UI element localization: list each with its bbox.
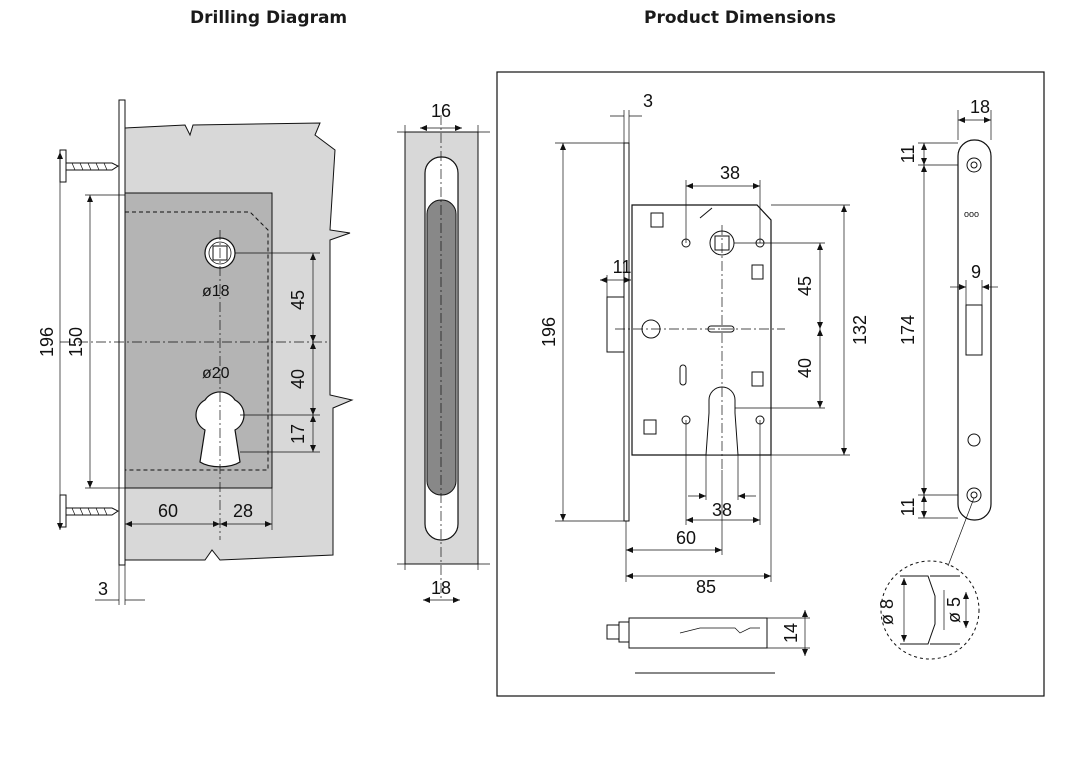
- dim-45-drill: 45: [288, 290, 308, 310]
- lock-body-outline: [125, 211, 269, 471]
- dim-132-product: 132: [850, 315, 870, 345]
- product-dimensions-title: Product Dimensions: [644, 8, 837, 28]
- dim-diam8-hole: ø 8: [877, 599, 897, 625]
- dim-17-drill: 17: [288, 424, 308, 444]
- dim-diam5-hole: ø 5: [944, 597, 964, 623]
- mortise-pocket: [124, 192, 273, 489]
- hole-detail-circle: [880, 560, 980, 660]
- faceplate: [118, 99, 126, 566]
- drilling-diagram: 196 150 45 40 17 ø18 ø20 60 28 3 16 18: [37, 99, 490, 605]
- dim-38-top: 38: [720, 163, 740, 183]
- edge-faceplate-slot: [426, 199, 457, 496]
- dim-196-drill: 196: [37, 327, 57, 357]
- svg-text:ooo: ooo: [964, 209, 979, 219]
- dim-60-product: 60: [676, 528, 696, 548]
- product-faceplate: [623, 142, 630, 522]
- dim-18-strike: 18: [970, 97, 990, 117]
- dim-85-product: 85: [696, 577, 716, 597]
- product-cylinder-hole: [705, 386, 739, 456]
- drilling-diagram-title: Drilling Diagram: [190, 8, 348, 28]
- dim-3-drill: 3: [98, 579, 108, 599]
- dim-196-product: 196: [539, 317, 559, 347]
- dim-diam18: ø18: [202, 283, 230, 300]
- strike-plate: ooo 18 11 9 174 11 ø 8 ø 5: [877, 97, 998, 660]
- dim-14-bolt: 14: [781, 623, 801, 643]
- dim-60-drill: 60: [158, 501, 178, 521]
- dim-40-drill: 40: [288, 369, 308, 389]
- lock-front-view: 3 38 11 196 45 40 132 38 60 85: [539, 91, 870, 597]
- bolt-side-view: 14: [606, 610, 810, 674]
- dim-40-product: 40: [795, 358, 815, 378]
- dim-18-edge: 18: [431, 578, 451, 598]
- product-frame: [496, 71, 1045, 697]
- latch-bolt: [606, 296, 625, 353]
- dim-11-strike-bottom: 11: [898, 498, 918, 517]
- screw-top: [59, 149, 119, 183]
- strike-opening: [965, 304, 983, 356]
- screw-bottom: [59, 494, 119, 528]
- dim-28-drill: 28: [233, 501, 253, 521]
- dim-150-drill: 150: [66, 327, 86, 357]
- dim-9-strike: 9: [971, 262, 981, 282]
- dim-45-product: 45: [795, 276, 815, 296]
- dim-diam20: ø20: [202, 365, 230, 382]
- dim-3-product: 3: [643, 91, 653, 111]
- dim-11-latch: 11: [613, 257, 632, 277]
- dim-11-strike-top: 11: [898, 145, 918, 164]
- dim-174-strike: 174: [898, 315, 918, 345]
- dim-16-edge: 16: [431, 101, 451, 121]
- product-lock-body: [631, 204, 772, 456]
